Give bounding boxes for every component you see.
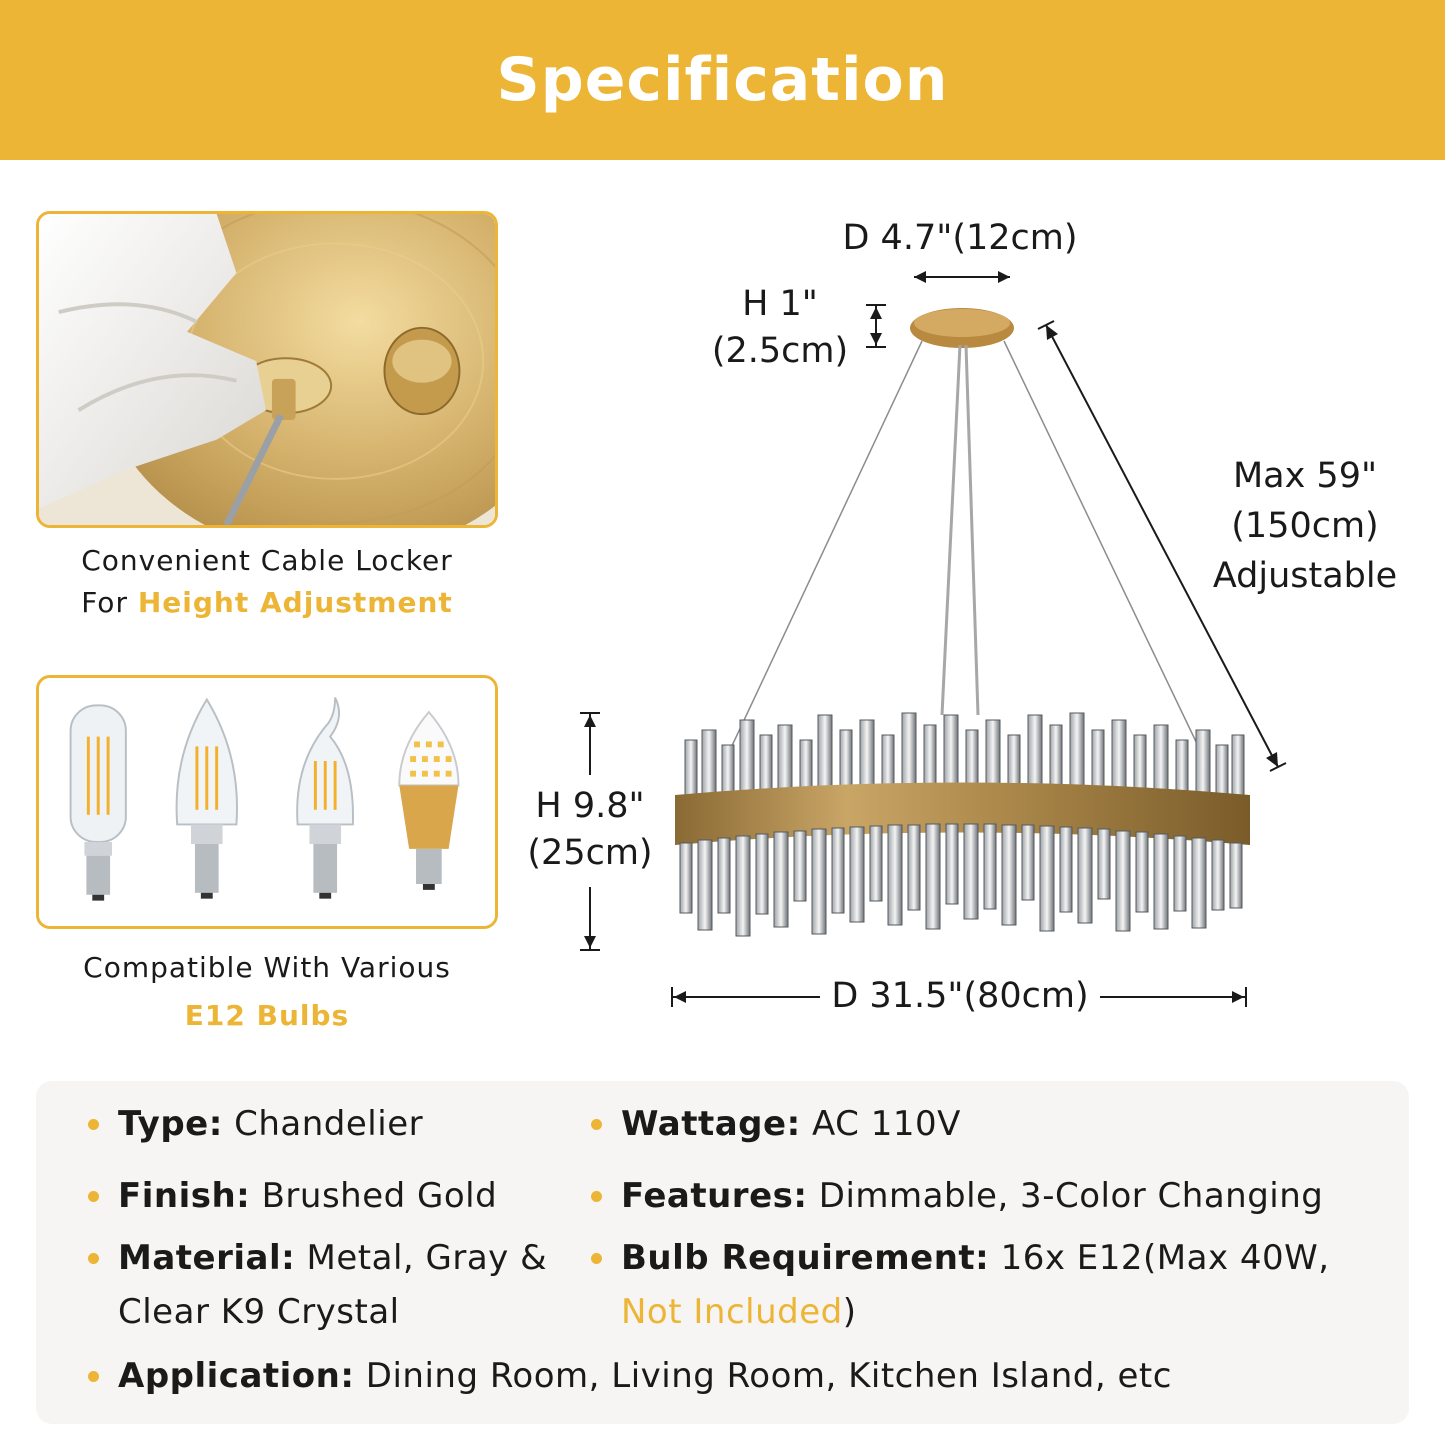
e12-bulbs-highlight: E12 Bulbs xyxy=(184,999,350,1032)
header-banner: Specification xyxy=(0,0,1445,160)
page-title: Specification xyxy=(496,45,949,115)
cable-locker-caption: Convenient Cable Locker For Height Adjus… xyxy=(81,544,453,619)
canopy-diameter-label: D 4.7"(12cm) xyxy=(842,218,1078,258)
not-included-highlight: Not Included xyxy=(621,1292,843,1332)
spec-finish: Finish: Brushed Gold xyxy=(87,1169,497,1223)
bulbs-photo xyxy=(36,675,498,929)
chandelier-dimension-diagram: D 4.7"(12cm) H 1" (2.5cm) Max 59" (150cm… xyxy=(510,195,1445,1055)
spec-wattage: Wattage: AC 110V xyxy=(591,1097,961,1151)
bulbs-caption: Compatible With Various E12 Bulbs xyxy=(32,944,502,1040)
spec-bulb-requirement: Bulb Requirement: 16x E12(Max 40W, Not I… xyxy=(591,1231,1330,1339)
cable-center-right xyxy=(964,344,980,716)
max-length-label: Max 59" (150cm) Adjustable xyxy=(1212,456,1398,596)
body-height-label: H 9.8" (25cm) xyxy=(527,786,653,873)
led-bulb-icon xyxy=(398,710,460,890)
flame-tip-bulb-icon xyxy=(296,697,354,899)
height-adjustment-highlight: Height Adjustment xyxy=(137,586,453,619)
cable-center-left xyxy=(940,344,962,716)
spec-application: Application: Dining Room, Living Room, K… xyxy=(88,1349,1172,1403)
spec-panel: Type: Chandelier Wattage: AC 110V Finish… xyxy=(36,1081,1409,1424)
candle-bulb-icon xyxy=(175,697,238,899)
tubular-bulb-icon xyxy=(69,704,127,901)
upper-crystals xyxy=(684,712,1245,801)
spec-features: Features: Dimmable, 3-Color Changing xyxy=(590,1169,1323,1223)
cable-left xyxy=(729,340,923,751)
canopy-height-label: H 1" (2.5cm) xyxy=(711,284,849,371)
spec-material: Material: Metal, Gray & Clear K9 Crystal xyxy=(87,1231,547,1339)
body-diameter-label: D 31.5"(80cm) xyxy=(831,976,1089,1016)
lower-crystals xyxy=(679,823,1243,937)
cable-locker-photo xyxy=(36,211,498,528)
spec-type: Type: Chandelier xyxy=(87,1097,423,1151)
cable-right xyxy=(1003,340,1201,751)
